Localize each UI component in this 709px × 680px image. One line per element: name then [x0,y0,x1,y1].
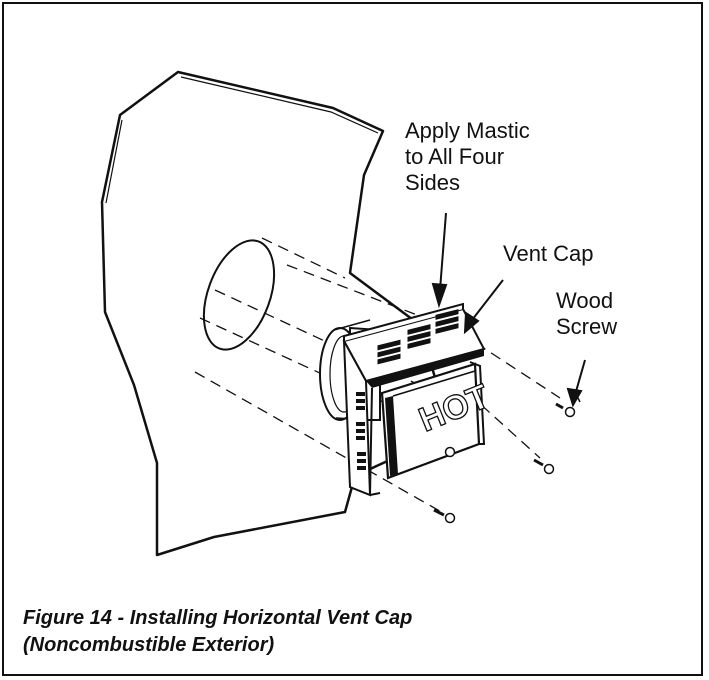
wood-screw-label: Wood Screw [556,288,618,339]
wall-panel-edge [105,76,379,204]
vent-cap-body [342,302,486,497]
screw-middle [533,458,555,475]
figure-caption: Figure 14 - Installing Horizontal Vent C… [23,607,413,656]
apply-mastic-label: Apply Mastic to All Four Sides [405,118,530,195]
screw-upper [555,395,581,418]
screw-inner [444,446,456,458]
wall-panel [100,70,447,557]
vent-cap-label: Vent Cap [503,241,594,266]
screw-lower [433,508,456,524]
leader-arrows [431,212,586,408]
wall-opening [202,239,276,351]
